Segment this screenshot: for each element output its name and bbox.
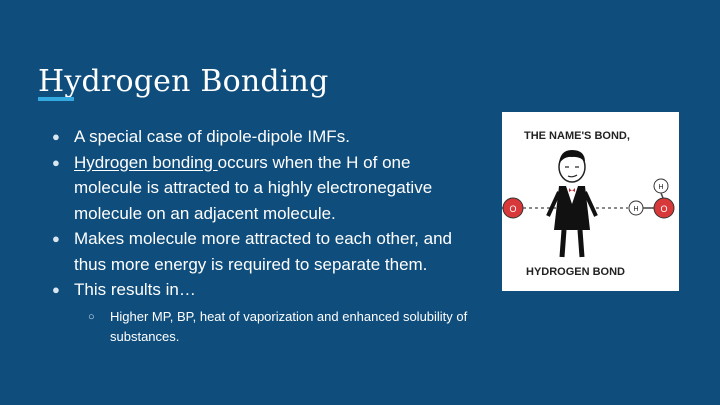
bullet-item: ● This results in… [52,277,472,303]
sub-bullet-text: Higher MP, BP, heat of vaporization and … [110,308,468,344]
bullet-marker: ● [52,129,60,144]
title-accent-bar [38,97,74,101]
slide-title: Hydrogen Bonding [38,64,329,100]
bullet-item: ● Hydrogen bonding occurs when the H of … [52,150,472,227]
bullet-list: ● A special case of dipole-dipole IMFs. … [52,124,472,347]
right-hydrogen-label-upper: H [658,184,663,191]
right-hydrogen-label-lower: H [633,206,638,213]
sub-bullet-list: ○ Higher MP, BP, heat of vaporization an… [88,307,472,347]
figure-tuxedo [554,186,590,230]
comic-caption-bottom: HYDROGEN BOND [526,266,625,278]
bullet-marker: ● [52,282,60,297]
comic-illustration: THE NAME'S BOND, O H H [502,130,675,278]
hydrogen-bond-comic: THE NAME'S BOND, O H H [502,112,679,291]
sub-bullet-marker: ○ [88,310,95,323]
bullet-marker: ● [52,231,60,246]
figure-hair [559,150,585,164]
hydrogen-bonding-term: Hydrogen bonding [74,152,218,172]
bullet-text: A special case of dipole-dipole IMFs. [74,127,350,146]
bullet-item: ● Makes molecule more attracted to each … [52,226,472,277]
figure-left-arm [546,191,561,217]
bullet-text: Makes molecule more attracted to each ot… [74,229,452,274]
right-oxygen-label: O [660,204,667,214]
bullet-marker: ● [52,154,60,170]
left-oxygen-label: O [509,204,516,214]
right-bond-line-upper [660,192,664,199]
sub-bullet-item: ○ Higher MP, BP, heat of vaporization an… [88,307,472,347]
bullet-text: This results in… [74,280,196,299]
sub-bullet-container: ○ Higher MP, BP, heat of vaporization an… [52,307,472,347]
bullet-item: ● A special case of dipole-dipole IMFs. [52,124,472,150]
figure-right-arm [583,191,598,217]
bullet-text: occurs when the H of one molecule is att… [74,152,433,223]
figure-right-leg [577,229,585,258]
comic-caption-top: THE NAME'S BOND, [524,130,630,142]
figure-left-leg [559,229,567,258]
figure-smirk [567,174,578,178]
bow-tie-icon [569,188,575,192]
right-oxygen-atom [653,197,675,219]
